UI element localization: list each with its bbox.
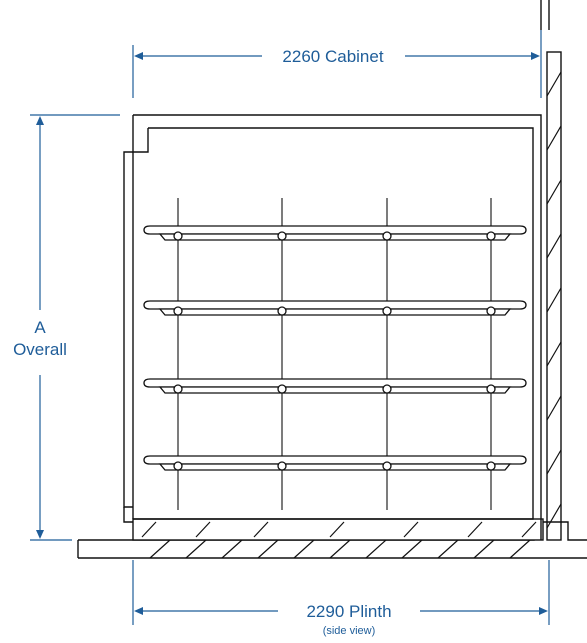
shelf-peg <box>173 384 183 394</box>
shelf-peg <box>382 384 392 394</box>
shelf-2 <box>143 300 527 316</box>
shelf-peg <box>486 306 496 316</box>
view-note: (side view) <box>323 625 376 637</box>
shelf-3 <box>143 378 527 394</box>
shelf-peg <box>382 231 392 241</box>
plinth <box>77 518 587 559</box>
cabinet-width-label: 2260 Cabinet <box>282 47 383 66</box>
shelf-peg <box>382 306 392 316</box>
cabinet-width-dimension <box>132 30 542 98</box>
shelves <box>143 225 527 471</box>
overall-label: Overall <box>13 340 67 359</box>
overall-height-dimension <box>30 114 120 541</box>
shelf-peg <box>486 461 496 471</box>
shelf-peg <box>173 461 183 471</box>
shelf-peg <box>382 461 392 471</box>
cabinet-body <box>123 114 542 540</box>
shelf-peg <box>173 306 183 316</box>
overall-letter: A <box>34 318 46 337</box>
shelf-peg <box>173 231 183 241</box>
plinth-width-label: 2290 Plinth <box>306 602 391 621</box>
wall-hatching <box>546 71 562 529</box>
shelf-peg <box>486 231 496 241</box>
shelf-peg <box>486 384 496 394</box>
shelf-4 <box>143 455 527 471</box>
plinth-width-dimension <box>132 560 550 625</box>
shelf-peg <box>277 461 287 471</box>
plinth-hatching <box>141 521 537 559</box>
shelf-1 <box>143 225 527 241</box>
shelf-peg <box>277 384 287 394</box>
shelf-peg <box>277 231 287 241</box>
wall <box>540 0 562 541</box>
shelf-peg <box>277 306 287 316</box>
